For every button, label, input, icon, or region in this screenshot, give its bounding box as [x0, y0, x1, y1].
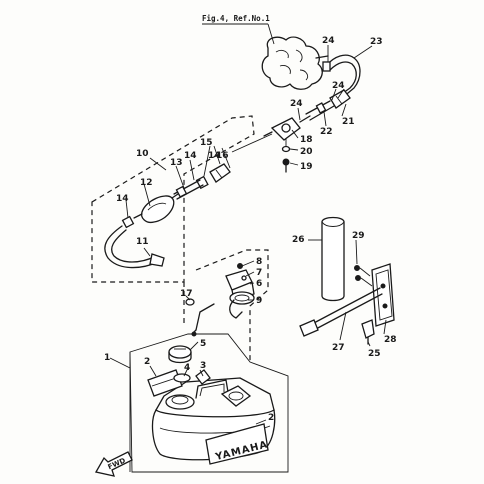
callout-11: 11	[136, 237, 149, 247]
engine-sketch	[261, 36, 329, 90]
callout-27: 27	[332, 343, 345, 353]
callout-labels: 1 2 2 3 4 5 6 7 8 9 10 11 12 13 14 14 14…	[104, 36, 397, 423]
fuel-hose-short	[305, 100, 335, 121]
callout-22: 22	[320, 127, 333, 137]
callout-7: 7	[256, 268, 262, 278]
callout-29: 29	[352, 231, 365, 241]
callout-6: 6	[256, 279, 262, 289]
fuel-hose-lower	[104, 225, 165, 269]
callout-14-right: 14	[208, 151, 221, 161]
decal-sticker	[147, 369, 183, 397]
forward-arrow-icon: FWD	[94, 451, 133, 477]
callout-24-top: 24	[322, 36, 335, 46]
leader-lines	[109, 45, 387, 425]
callout-24-right: 24	[332, 81, 345, 91]
tie-strap	[299, 287, 383, 337]
callout-19: 19	[300, 162, 313, 172]
callout-9: 9	[256, 296, 262, 306]
tank-bracket	[129, 333, 289, 473]
callout-5: 5	[200, 339, 206, 349]
mounting-bracket	[371, 263, 395, 327]
hose-kit-outline	[91, 115, 255, 283]
fuel-tank	[151, 377, 276, 461]
callout-8: 8	[256, 257, 262, 267]
callout-23: 23	[370, 37, 383, 47]
callout-26: 26	[292, 235, 305, 245]
cap-gasket	[173, 373, 191, 383]
callout-15: 15	[200, 138, 213, 148]
bracket-screws	[354, 265, 373, 287]
callout-24-left: 24	[290, 99, 303, 109]
callout-25: 25	[368, 349, 381, 359]
hose-clip-top	[322, 61, 331, 72]
callout-20: 20	[300, 147, 313, 157]
fuel-connector-engine-side	[329, 89, 351, 109]
primer-bulb	[133, 193, 179, 224]
washer	[281, 145, 291, 153]
hose-clip-lower	[121, 215, 135, 229]
drain-fitting	[361, 319, 375, 345]
fuel-strainer	[195, 369, 211, 385]
callout-1: 1	[104, 353, 110, 363]
seal-gasket	[185, 298, 195, 306]
fuel-connector-tank-side	[209, 163, 231, 183]
protective-sleeve	[321, 216, 345, 302]
callout-14-left: 14	[116, 194, 129, 204]
callout-18: 18	[300, 135, 313, 145]
reference-leader	[267, 23, 275, 45]
callout-16: 16	[216, 151, 229, 161]
callout-2-plate: 2	[268, 413, 274, 423]
fuel-joint	[263, 115, 311, 141]
callout-3: 3	[200, 361, 206, 371]
callout-21: 21	[342, 117, 355, 127]
tank-fitting	[191, 263, 255, 337]
callout-28: 28	[384, 335, 397, 345]
callout-14-mid: 14	[184, 151, 197, 161]
screw	[282, 158, 290, 173]
callout-12: 12	[140, 178, 153, 188]
callout-13: 13	[170, 158, 183, 168]
callout-2-decal: 2	[144, 357, 150, 367]
callout-4: 4	[184, 363, 190, 373]
forward-label: FWD	[107, 456, 127, 471]
fuel-cap	[168, 345, 192, 364]
hose-segment-upper	[173, 175, 209, 200]
reference-label: Fig.4, Ref.No.1	[202, 14, 270, 23]
kit-connection-line	[231, 133, 273, 153]
callout-17: 17	[180, 289, 193, 299]
callout-10: 10	[136, 149, 149, 159]
